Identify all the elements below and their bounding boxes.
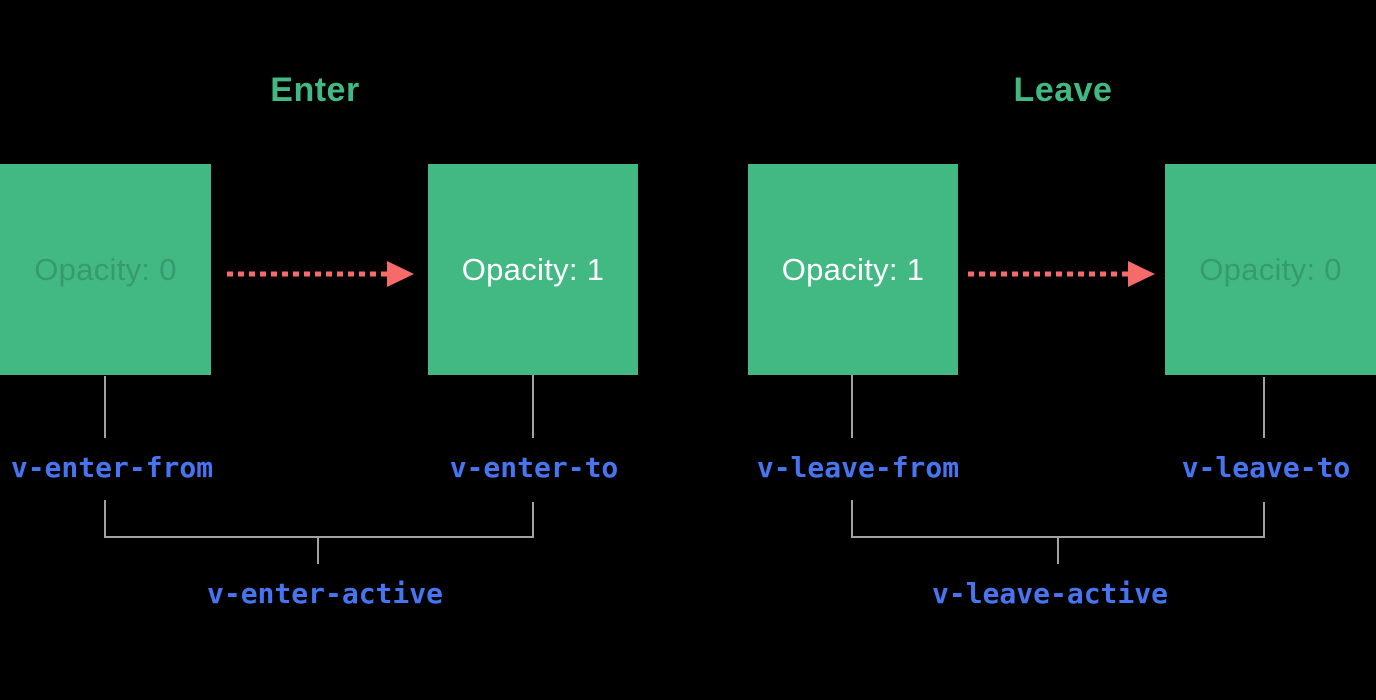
leave-from-box-opacity-label: Opacity: 1	[781, 251, 925, 287]
enter-bracket-horizontal-line	[104, 536, 534, 538]
enter-from-connector-line	[104, 376, 106, 438]
leave-from-box: Opacity: 1	[748, 164, 958, 375]
enter-to-class-label: v-enter-to	[449, 451, 619, 484]
leave-group-title: Leave	[1013, 71, 1113, 109]
leave-to-box: Opacity: 0	[1165, 164, 1376, 375]
enter-bracket-stem-line	[317, 538, 319, 564]
enter-from-box-opacity-label: Opacity: 0	[34, 251, 177, 287]
enter-to-connector-line	[532, 375, 534, 438]
leave-bracket-left-line	[851, 500, 853, 536]
leave-to-box-opacity-label: Opacity: 0	[1199, 251, 1342, 287]
leave-from-class-label: v-leave-from	[756, 451, 960, 484]
arrow-head	[1128, 261, 1155, 287]
enter-bracket-right-line	[532, 502, 534, 536]
arrow-head	[387, 261, 414, 287]
leave-to-connector-line	[1263, 377, 1265, 438]
leave-bracket-stem-line	[1057, 538, 1059, 564]
leave-from-connector-line	[851, 375, 853, 438]
enter-group-title: Enter	[270, 71, 360, 109]
leave-bracket-right-line	[1263, 502, 1265, 536]
enter-transition-arrow-icon	[227, 261, 414, 287]
leave-active-class-label: v-leave-active	[931, 577, 1168, 610]
leave-bracket-horizontal-line	[851, 536, 1265, 538]
enter-bracket-left-line	[104, 500, 106, 536]
enter-active-class-label: v-enter-active	[206, 577, 443, 610]
enter-to-box-opacity-label: Opacity: 1	[461, 251, 605, 287]
leave-transition-arrow-icon	[968, 261, 1155, 287]
enter-to-box: Opacity: 1	[428, 164, 638, 375]
enter-from-box: Opacity: 0	[0, 164, 211, 375]
enter-from-class-label: v-enter-from	[10, 451, 214, 484]
leave-to-class-label: v-leave-to	[1181, 451, 1351, 484]
